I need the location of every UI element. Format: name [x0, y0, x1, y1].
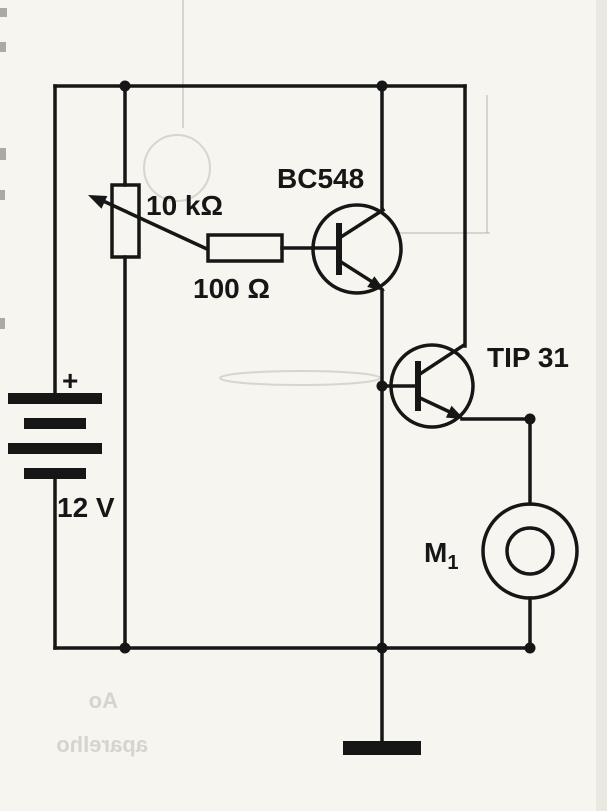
potentiometer-body [110, 183, 141, 259]
motor-outer-circle [481, 502, 579, 600]
showthrough-text: aparelho [56, 732, 148, 757]
battery-voltage-label: 12 V [57, 492, 115, 523]
bc548-transistor-symbol: BC548 [277, 163, 403, 295]
scan-edge-mark [0, 190, 5, 200]
bc548-emitter-line [338, 259, 377, 286]
potentiometer-value-label: 10 kΩ [146, 190, 223, 221]
junction-dot [524, 642, 536, 654]
scan-right-edge-strip [596, 0, 607, 811]
showthrough-text: Ao [89, 688, 118, 713]
potentiometer-wiper-line [98, 197, 210, 252]
battery-plate-short [24, 468, 86, 479]
showthrough-circle [143, 134, 211, 202]
scan-edge-mark [0, 42, 6, 52]
battery-plate-long [8, 443, 102, 454]
junction-dot [376, 642, 388, 654]
tip31-transistor-symbol: TIP 31 [389, 342, 569, 429]
resistor-value-label: 100 Ω [193, 273, 270, 304]
motor-subscript-text: 1 [447, 552, 458, 574]
junction-dot [376, 380, 388, 392]
battery-symbol: + 12 V [8, 365, 115, 523]
tip31-label: TIP 31 [487, 342, 569, 373]
scan-edge-mark [0, 148, 6, 160]
battery-plate-short [24, 418, 86, 429]
motor-label: M1 [424, 537, 458, 574]
potentiometer-arrow-head-icon [88, 195, 108, 209]
showthrough-smudge [219, 370, 381, 386]
scan-edge-mark [0, 318, 5, 329]
battery-plus-label: + [62, 365, 78, 396]
tip31-emitter-line [417, 395, 455, 416]
potentiometer-symbol: 10 kΩ [88, 183, 223, 259]
scan-edge-mark [0, 8, 7, 17]
junction-dots [119, 80, 536, 654]
junction-dot [119, 642, 131, 654]
ground-bar [343, 741, 421, 755]
junction-dot [376, 80, 388, 92]
bc548-emitter-arrow-icon [367, 276, 385, 291]
battery-plate-long [8, 393, 102, 404]
bc548-body-circle [311, 203, 403, 295]
junction-dot [119, 80, 131, 92]
base-resistor-symbol: 100 Ω [193, 233, 338, 304]
tip31-body-circle [389, 343, 475, 429]
bc548-label: BC548 [277, 163, 364, 194]
motor-name-text: M [424, 537, 447, 568]
resistor-body [206, 233, 284, 263]
motor-symbol: M1 [424, 502, 579, 600]
tip31-emitter-arrow-icon [445, 405, 464, 419]
tip31-collector-line [417, 342, 467, 377]
ground-symbol [343, 741, 421, 755]
motor-inner-circle [505, 526, 555, 576]
junction-dot [524, 413, 536, 425]
bc548-collector-line [338, 207, 386, 240]
